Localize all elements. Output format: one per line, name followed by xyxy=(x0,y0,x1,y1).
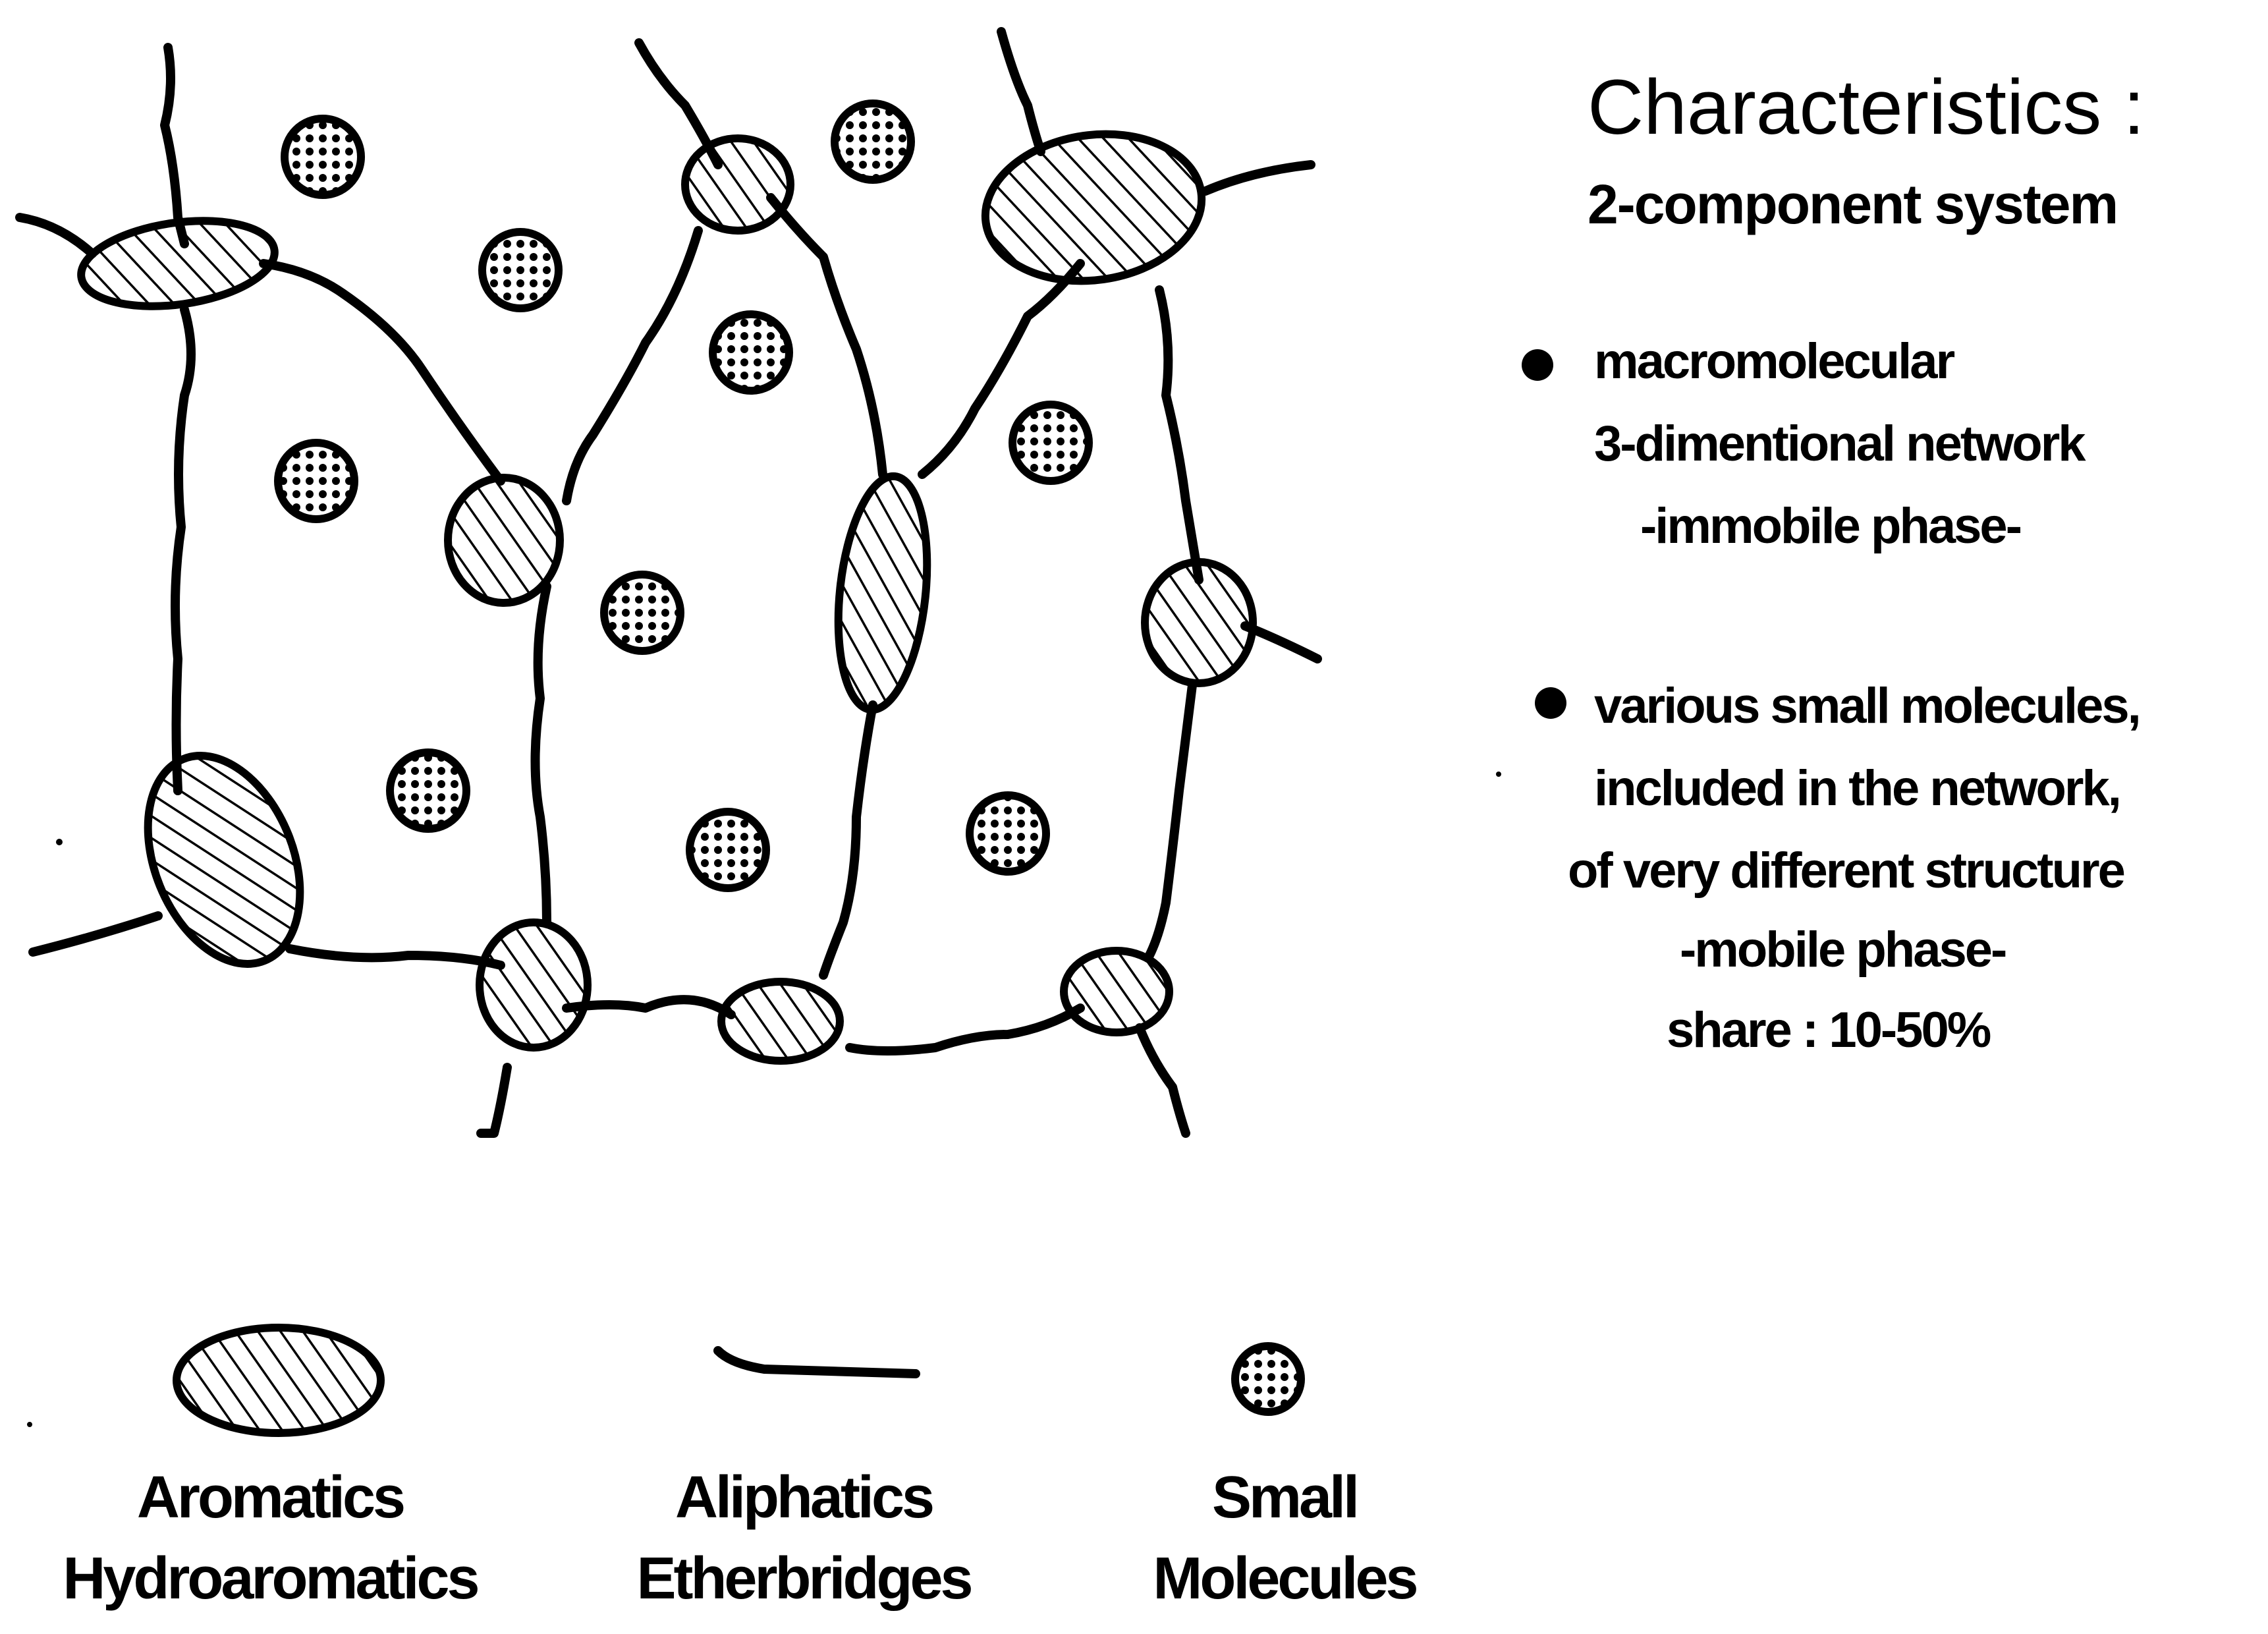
legend-label-etherbridges: Etherbridges xyxy=(632,1545,975,1613)
bullet-1-line: 3-dimentional network xyxy=(1594,415,2084,472)
small-molecule xyxy=(278,443,354,519)
characteristics-subtitle: 2-component system xyxy=(1588,173,2117,237)
small-molecule xyxy=(970,795,1046,872)
bullet-2-line: -mobile phase- xyxy=(1680,921,2005,978)
aromatic-cluster xyxy=(448,478,560,603)
small-molecule xyxy=(835,103,911,180)
small-molecule xyxy=(713,314,789,391)
bullet-dot-icon xyxy=(1535,687,1566,719)
aromatic-cluster xyxy=(828,472,938,714)
bullet-2-line: various small molecules, xyxy=(1594,677,2140,735)
bullet-1-line: macromolecular xyxy=(1594,333,1953,390)
aromatic-cluster xyxy=(480,922,588,1048)
aromatic-cluster xyxy=(976,121,1211,295)
hatched-ellipse-icon xyxy=(177,1328,381,1433)
line-icon xyxy=(718,1351,916,1374)
small-molecule xyxy=(1012,405,1089,481)
characteristics-title: Characteristics : xyxy=(1588,63,2145,152)
bullet-2-line: share : 10-50% xyxy=(1667,1001,1989,1059)
legend-label-hydroaromatics: Hydroaromatics xyxy=(59,1545,481,1613)
small-molecules xyxy=(278,103,1089,888)
legend-label-molecules: Molecules xyxy=(1113,1545,1456,1613)
legend-label-small: Small xyxy=(1159,1464,1410,1532)
aromatic-cluster xyxy=(1064,951,1169,1032)
small-molecule xyxy=(690,812,766,888)
small-molecule xyxy=(604,575,680,651)
legend-label-aromatics: Aromatics xyxy=(132,1464,408,1532)
bullet-2-line: included in the network, xyxy=(1594,760,2120,817)
legend-label-aliphatics: Aliphatics xyxy=(665,1464,942,1532)
aromatic-cluster xyxy=(1145,562,1253,683)
aromatic-cluster xyxy=(721,982,840,1061)
bullet-1-line: -immobile phase- xyxy=(1640,497,2020,555)
aromatic-cluster xyxy=(76,210,280,318)
small-molecule xyxy=(482,232,559,308)
crosshatched-circle-icon xyxy=(1235,1346,1301,1412)
small-molecule xyxy=(285,119,361,195)
small-molecule xyxy=(390,752,466,829)
bullet-2-line: of very different structure xyxy=(1568,842,2124,899)
aromatic-cluster xyxy=(685,138,790,231)
bullet-dot-icon xyxy=(1522,349,1553,381)
